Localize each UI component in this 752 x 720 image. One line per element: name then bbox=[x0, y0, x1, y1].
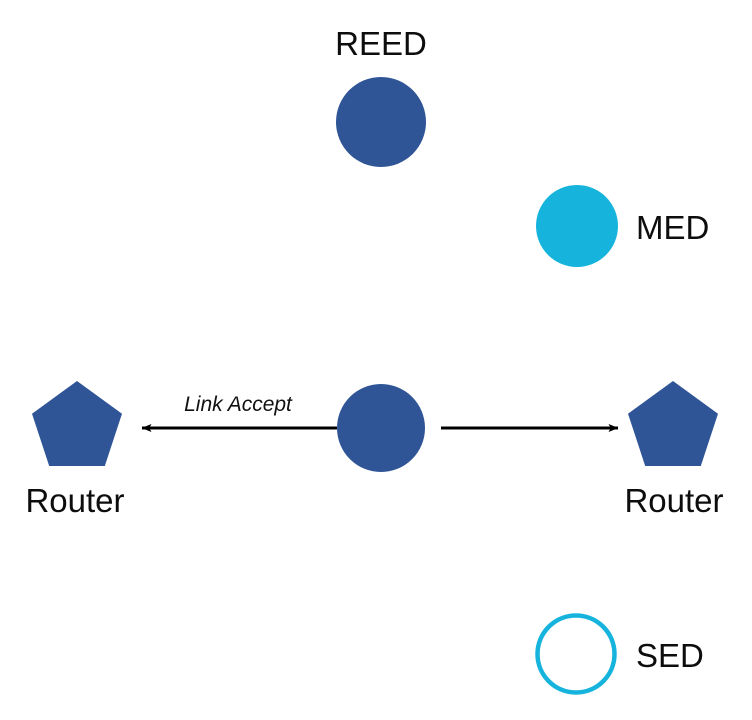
link-accept-label: Link Accept bbox=[184, 393, 293, 416]
node-reed-label: REED bbox=[335, 25, 427, 62]
node-router-right-pentagon[interactable] bbox=[628, 381, 718, 466]
node-sed[interactable]: SED bbox=[535, 613, 704, 695]
node-router-left[interactable]: Router bbox=[25, 381, 125, 519]
node-router-left-label: Router bbox=[25, 482, 124, 519]
node-sed-circle[interactable] bbox=[535, 613, 617, 695]
link-accept-left[interactable]: Link Accept bbox=[141, 393, 337, 432]
node-leader-center[interactable] bbox=[337, 384, 425, 472]
node-router-left-pentagon[interactable] bbox=[32, 381, 122, 466]
node-sed-label: SED bbox=[636, 637, 704, 674]
node-leader-circle[interactable] bbox=[337, 384, 425, 472]
node-router-right-label: Router bbox=[624, 482, 723, 519]
node-router-right[interactable]: Router bbox=[624, 381, 724, 519]
node-reed[interactable]: REED bbox=[335, 25, 427, 167]
node-reed-circle[interactable] bbox=[336, 77, 426, 167]
node-med-circle[interactable] bbox=[536, 185, 618, 267]
node-med-label: MED bbox=[636, 209, 709, 246]
node-med[interactable]: MED bbox=[536, 185, 709, 267]
